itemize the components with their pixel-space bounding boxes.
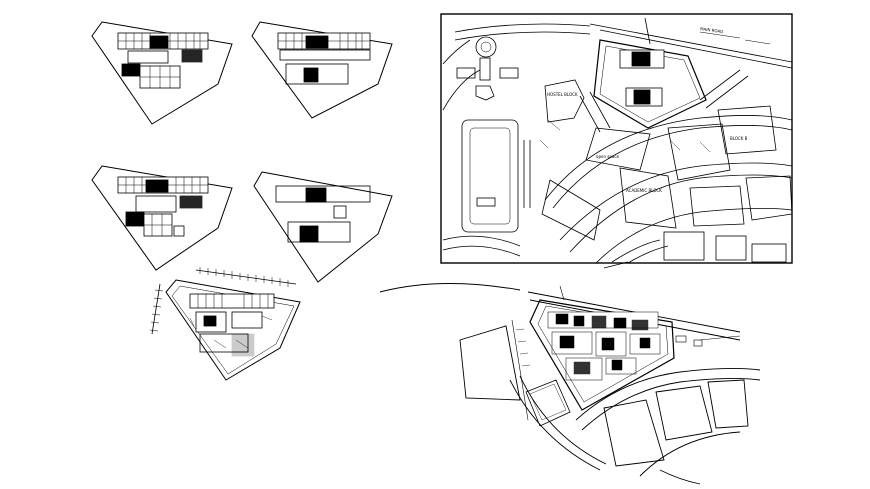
site-label-road: MAIN ROAD [700,26,724,34]
site-plan-frame [440,13,793,264]
leader-arc [379,283,521,293]
site-label-academic: ACADEMIC BLOCK [626,188,662,193]
site-plan-overview [459,285,761,485]
floor-plan-thumbnail-5 [149,267,301,381]
floor-plan-thumbnail-2 [251,21,393,119]
site-label-block-b: BLOCK B [730,136,748,141]
site-label-hostel: HOSTEL BLOCK [547,92,578,97]
site-plan-detail: HOSTEL BLOCK MAIN ROAD open space [440,13,793,264]
floor-plan-thumbnail-1 [91,21,233,125]
floor-plan-thumbnail-4 [253,171,393,283]
site-label-open-space: open space [596,154,620,159]
floor-plan-thumbnail-3 [91,165,233,271]
